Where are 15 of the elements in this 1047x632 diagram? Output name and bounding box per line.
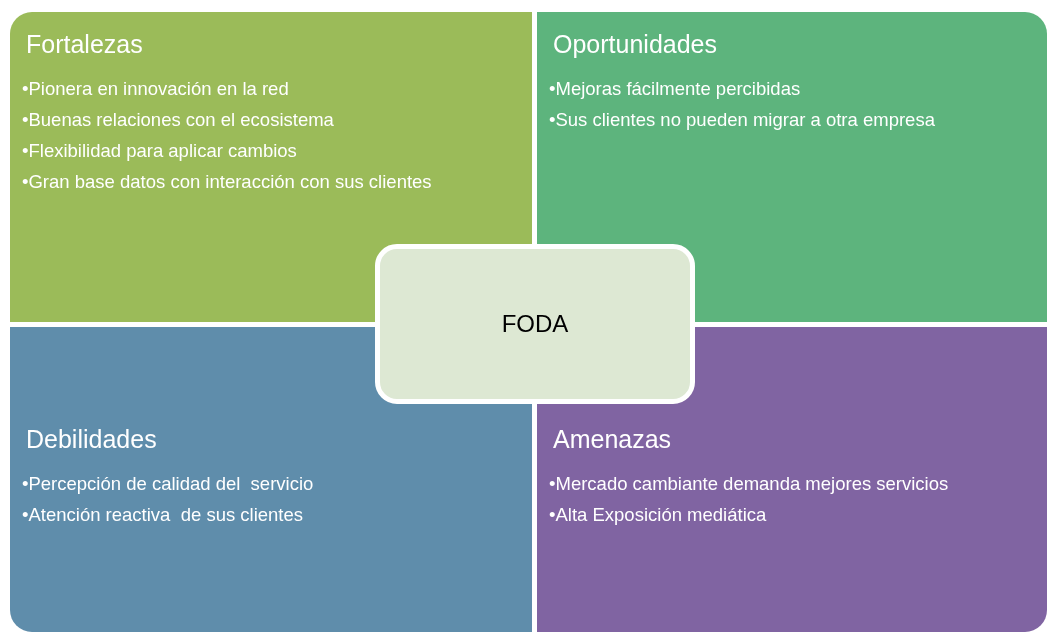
bullet-item: •Pionera en innovación en la red bbox=[22, 78, 289, 100]
quadrant-heading: Amenazas bbox=[553, 425, 672, 454]
bullet-item: •Mejoras fácilmente percibidas bbox=[549, 78, 801, 100]
bullet-item: •Flexibilidad para aplicar cambios bbox=[22, 140, 297, 162]
bullet-item: •Alta Exposición mediática bbox=[549, 504, 767, 526]
bullet-item: •Atención reactiva de sus clientes bbox=[22, 504, 304, 526]
quadrant-heading: Debilidades bbox=[26, 425, 157, 454]
quadrant-heading: Fortalezas bbox=[26, 30, 143, 59]
bullet-item: •Sus clientes no pueden migrar a otra empresa bbox=[549, 109, 935, 131]
bullet-item: •Buenas relaciones con el ecosistema bbox=[22, 109, 334, 131]
bullet-item: •Mercado cambiante demanda mejores servicios bbox=[549, 473, 949, 495]
bullet-item: •Gran base datos con interacción con sus clientes bbox=[22, 171, 432, 193]
center-box: FODA bbox=[375, 244, 695, 404]
quadrant-heading: Oportunidades bbox=[553, 30, 717, 59]
bullet-item: •Percepción de calidad del servicio bbox=[22, 473, 314, 495]
